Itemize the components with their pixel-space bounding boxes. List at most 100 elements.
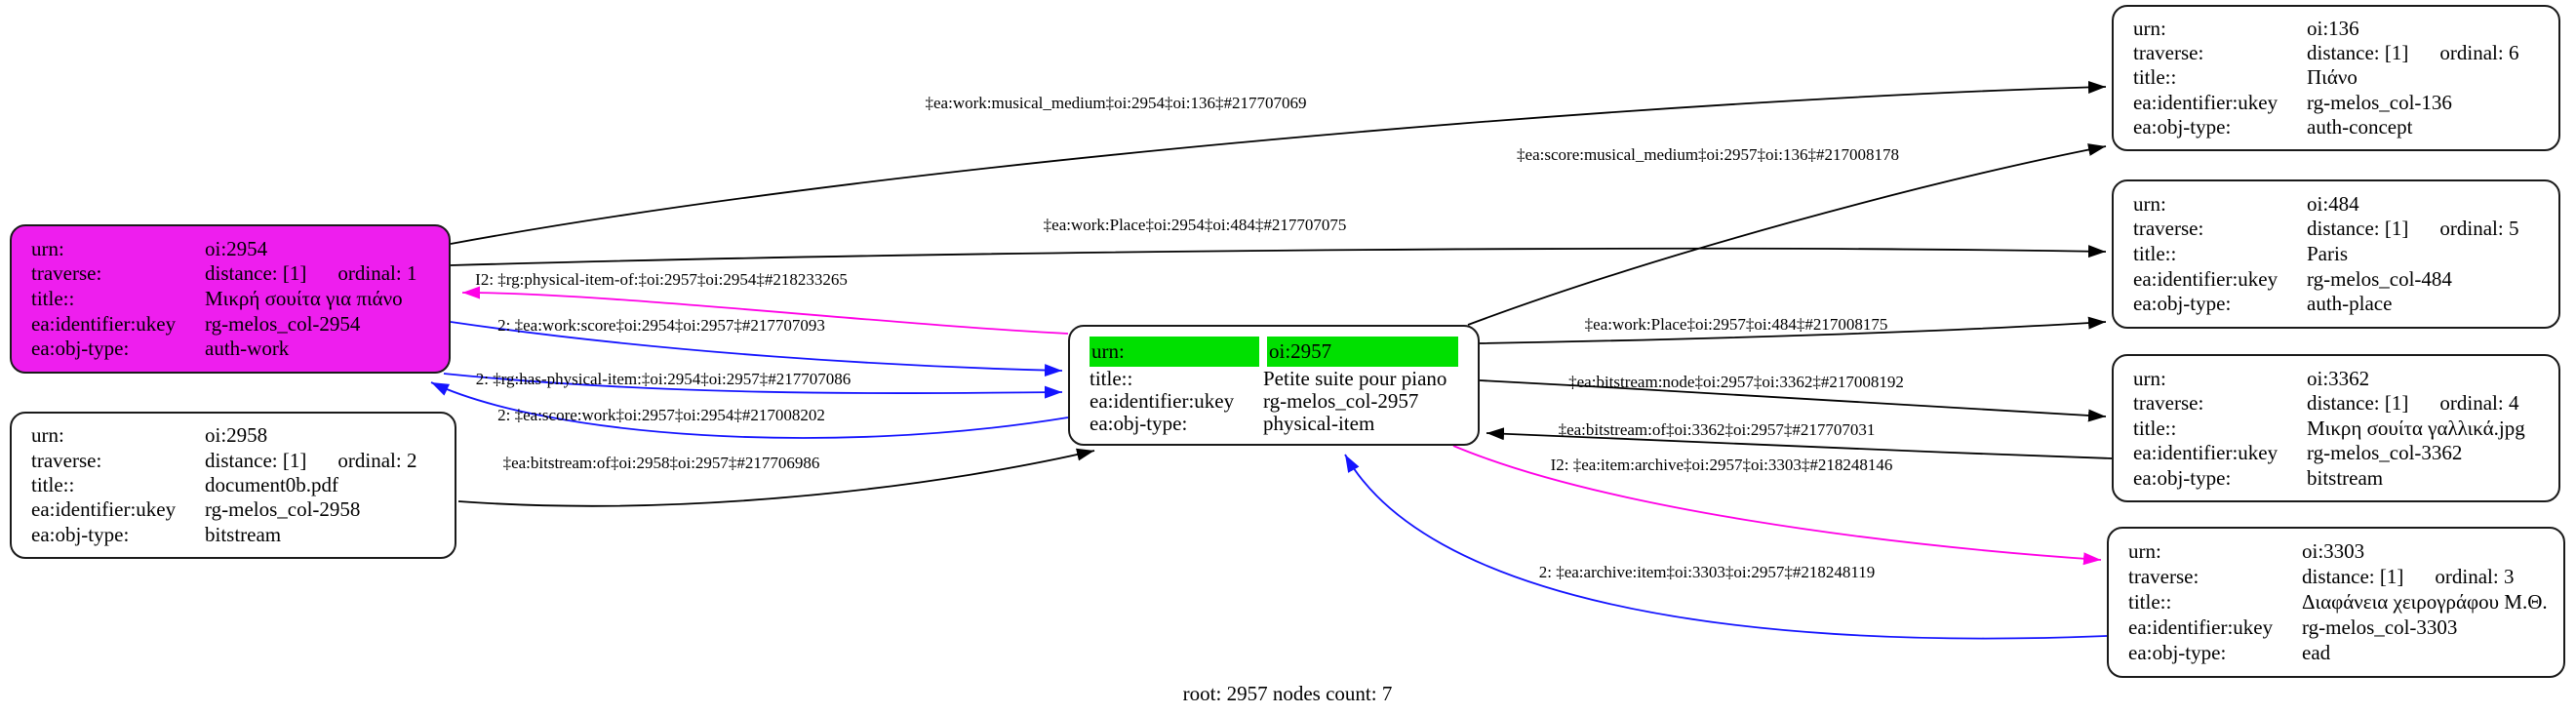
field-key: urn: (2133, 366, 2166, 390)
field-value: ead (2302, 641, 2331, 664)
field-key: traverse: (2133, 391, 2204, 415)
node-oi-2957-root[interactable]: urn: oi:2957 title::Petite suite pour pia… (1068, 325, 1480, 446)
field-key: traverse: (2128, 565, 2200, 588)
node-row: title::document0b.pdf (31, 474, 435, 496)
field-value: rg-melos_col-3303 (2302, 615, 2458, 639)
field-value: rg-melos_col-2954 (205, 311, 361, 336)
node-row: ea:identifier:ukey rg-melos_col-3303 (2128, 617, 2544, 638)
node-row: traverse:distance: [1]ordinal: 3 (2128, 567, 2544, 587)
field-value: oi:2954 (205, 236, 268, 260)
node-oi-484[interactable]: urn:oi:484 traverse:distance: [1]ordinal… (2112, 179, 2560, 329)
node-oi-2958[interactable]: urn:oi:2958 traverse:distance: [1]ordina… (10, 412, 456, 559)
node-row: title::Paris (2133, 241, 2539, 265)
node-row: ea:obj-type:physical-item (1090, 414, 1458, 434)
field-value: Διαφάνεια χειρογράφου Μ.Θ. (2302, 590, 2548, 614)
edge-label-work-score: 2: ‡ea:work:score‡oi:2954‡oi:2957‡#21770… (497, 316, 825, 335)
field-value: oi:484 (2307, 191, 2359, 216)
field-value: oi:2957 (1267, 337, 1458, 367)
field-key: ea:obj-type: (2133, 114, 2232, 139)
field-value: distance: [1] (2307, 217, 2409, 241)
field-key: traverse: (2133, 41, 2204, 65)
field-value: auth-work (205, 337, 290, 361)
node-row: title::Διαφάνεια χειρογράφου Μ.Θ. (2128, 590, 2548, 614)
node-row: title::Πιάνο (2133, 67, 2539, 88)
node-row: ea:obj-type:ead (2128, 643, 2544, 663)
node-row: ea:identifier:ukey rg-melos_col-484 (2133, 266, 2539, 291)
edge-item-archive (1452, 445, 2102, 566)
field-key: urn: (2133, 17, 2166, 41)
node-row: urn: oi:3303 (2128, 541, 2544, 562)
node-row: ea:identifier:ukey rg-melos_col-2958 (31, 499, 435, 520)
field-value: Petite suite pour piano (1263, 367, 1447, 390)
edge-label-archive-item: 2: ‡ea:archive:item‡oi:3303‡oi:2957‡#218… (1538, 563, 1876, 581)
field-value: rg-melos_col-3362 (2307, 441, 2463, 464)
field-value: rg-melos_col-484 (2307, 266, 2452, 291)
field-key: urn: (1090, 337, 1259, 367)
field-key: title:: (2128, 590, 2172, 614)
field-value: bitstream (2307, 465, 2384, 490)
edge-label-work-place-2954: ‡ea:work:Place‡oi:2954‡oi:484‡#217707075 (1043, 216, 1347, 234)
node-row: urn:oi:484 (2133, 191, 2539, 216)
field-key: ea:identifier:ukey (2133, 90, 2279, 114)
node-row: title::Μικρή σουίτα για πιάνο (31, 286, 429, 310)
field-key: ea:identifier:ukey (2133, 266, 2279, 291)
edge-bitstream-node (1479, 379, 2107, 422)
graph-footer-caption: root: 2957 nodes count: 7 (1182, 682, 1393, 705)
field-key: ea:identifier:ukey (31, 311, 177, 336)
node-row: ea:obj-type: auth-concept (2133, 114, 2539, 139)
field-value: bitstream (205, 522, 282, 546)
node-oi-3362[interactable]: urn: oi:3362 traverse:distance: [1]ordina… (2112, 354, 2560, 502)
node-row: urn: oi:2954 (31, 236, 429, 260)
field-key: ea:identifier:ukey (31, 497, 177, 522)
field-value: ordinal: 5 (2439, 217, 2519, 241)
edge-work-musical-medium (450, 80, 2107, 245)
field-key: title:: (2133, 65, 2177, 90)
edge-label-has-physical-item: 2: ‡rg:has-physical-item:‡oi:2954‡oi:295… (475, 370, 852, 388)
node-row-highlighted: urn: oi:2957 (1090, 337, 1458, 367)
field-key: urn: (31, 423, 64, 448)
node-row: urn: oi:3362 (2133, 366, 2539, 390)
field-key: title:: (31, 286, 75, 310)
edge-score-musical-medium (1467, 143, 2107, 326)
field-value: Paris (2307, 241, 2348, 265)
node-row: traverse:distance: [1]ordinal: 4 (2133, 393, 2539, 414)
edge-work-score (450, 321, 1063, 377)
field-key: ea:identifier:ukey (2128, 615, 2274, 639)
edge-label-work-musical-medium: ‡ea:work:musical_medium‡oi:2954‡oi:136‡#… (925, 94, 1307, 112)
node-row: traverse:distance: [1]ordinal: 6 (2133, 43, 2539, 63)
field-value: auth-concept (2307, 114, 2413, 139)
node-row: title::Petite suite pour piano (1090, 369, 1458, 389)
field-value: rg-melos_col-2957 (1263, 389, 1419, 413)
field-key: traverse: (31, 261, 102, 286)
field-value: distance: [1] (2307, 41, 2409, 65)
node-oi-2954[interactable]: urn:oi:2954 traverse:distance: [1]ordina… (10, 224, 451, 374)
field-key: urn: (31, 236, 64, 260)
field-value: Μικρή σουίτα για πιάνο (205, 286, 403, 310)
edge-archive-item (1344, 454, 2108, 640)
edge-bitstream-of-2958 (457, 448, 1095, 507)
edge-label-item-archive: I2: ‡ea:item:archive‡oi:2957‡oi:3303‡#21… (1550, 456, 1893, 474)
edge-label-score-work: 2: ‡ea:score:work‡oi:2957‡oi:2954‡#21700… (497, 406, 825, 424)
edge-label-bitstream-of-3362: ‡ea:bitstream:of‡oi:3362‡oi:2957‡#217707… (1558, 420, 1876, 439)
edge-work-place-2957 (1479, 316, 2107, 344)
edge-score-work (430, 381, 1069, 439)
field-value: oi:3362 (2307, 366, 2370, 390)
node-oi-136[interactable]: urn:oi:136 traverse:distance: [1]ordinal… (2112, 5, 2560, 151)
field-key: title:: (2133, 241, 2177, 265)
edge-bitstream-of-3362 (1486, 427, 2113, 459)
field-key: ea:obj-type: (31, 337, 130, 361)
field-value: oi:3303 (2302, 539, 2365, 563)
field-value: distance: [1] (205, 261, 307, 286)
field-value: oi:136 (2307, 17, 2359, 41)
edge-work-place-2954 (450, 245, 2107, 266)
node-row: ea:obj-type: auth-work (31, 338, 429, 359)
edge-label-bitstream-node: ‡ea:bitstream:node‡oi:2957‡oi:3362‡#2170… (1568, 373, 1904, 391)
field-key: urn: (2128, 539, 2161, 563)
field-value: rg-melos_col-2958 (205, 497, 361, 522)
field-value: rg-melos_col-136 (2307, 90, 2452, 114)
field-key: traverse: (31, 448, 102, 472)
node-row: ea:obj-type:auth-place (2133, 294, 2539, 314)
node-oi-3303[interactable]: urn:oi:3303 traverse:distance: [1]ordina… (2107, 527, 2565, 678)
field-value: distance: [1] (2302, 565, 2404, 588)
